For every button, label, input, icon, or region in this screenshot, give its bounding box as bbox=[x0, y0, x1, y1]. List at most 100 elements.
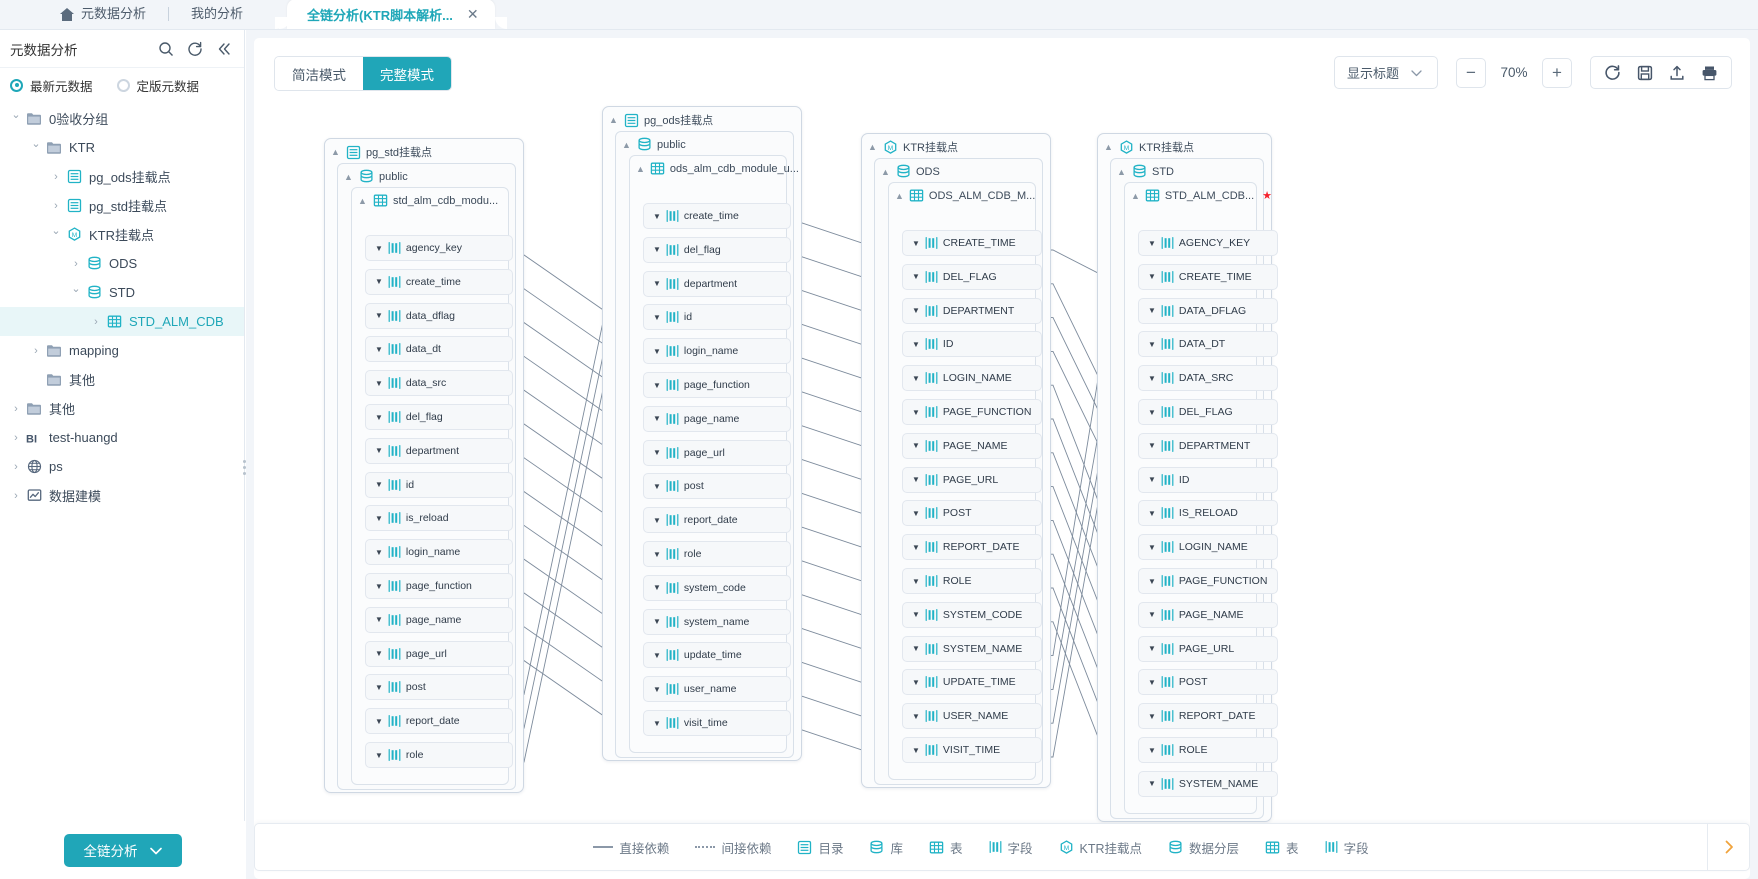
collapse-caret-icon[interactable]: ▲ bbox=[895, 190, 904, 201]
field-caret-icon[interactable]: ▼ bbox=[1148, 339, 1156, 349]
chevron-right-icon[interactable] bbox=[48, 200, 64, 212]
graph-field-page_name[interactable]: ▼page_name bbox=[365, 606, 513, 633]
field-caret-icon[interactable]: ▼ bbox=[912, 745, 920, 755]
sidebar-tree-item-pg_ods挂载点[interactable]: pg_ods挂载点 bbox=[0, 162, 244, 191]
legend-item-2[interactable]: 目录 bbox=[797, 838, 843, 857]
collapse-caret-icon[interactable]: ▲ bbox=[868, 142, 877, 152]
graph-panel-header[interactable]: ▲pg_std挂载点 bbox=[325, 139, 523, 163]
chevron-right-icon[interactable] bbox=[1707, 824, 1749, 870]
save-icon[interactable] bbox=[1637, 65, 1653, 81]
field-caret-icon[interactable]: ▼ bbox=[375, 750, 383, 760]
graph-field-update_time[interactable]: ▼update_time bbox=[643, 642, 791, 669]
graph-field-del_flag[interactable]: ▼del_flag bbox=[365, 404, 513, 430]
graph-panel-pg_std[interactable]: ▲pg_std挂载点▲public▲std_alm_cdb_modu...▼ag… bbox=[324, 138, 524, 793]
collapse-caret-icon[interactable]: ▲ bbox=[1131, 190, 1140, 201]
legend-item-8[interactable]: 表 bbox=[1265, 838, 1299, 857]
graph-field-department[interactable]: ▼DEPARTMENT bbox=[1138, 432, 1278, 459]
graph-field-update_time[interactable]: ▼UPDATE_TIME bbox=[902, 669, 1042, 696]
field-caret-icon[interactable]: ▼ bbox=[375, 547, 383, 557]
field-caret-icon[interactable]: ▼ bbox=[653, 245, 661, 255]
legend-item-9[interactable]: 字段 bbox=[1325, 838, 1369, 857]
field-caret-icon[interactable]: ▼ bbox=[375, 378, 383, 388]
print-icon[interactable] bbox=[1701, 65, 1718, 81]
graph-field-post[interactable]: ▼POST bbox=[1138, 669, 1278, 696]
graph-field-del_flag[interactable]: ▼del_flag bbox=[643, 236, 791, 263]
graph-field-role[interactable]: ▼role bbox=[365, 742, 513, 768]
graph-field-role[interactable]: ▼ROLE bbox=[902, 568, 1042, 594]
field-caret-icon[interactable]: ▼ bbox=[1148, 475, 1156, 485]
graph-field-department[interactable]: ▼department bbox=[365, 437, 513, 464]
graph-field-create_time[interactable]: ▼create_time bbox=[643, 203, 791, 229]
nav-home[interactable]: 元数据分析 bbox=[38, 0, 168, 29]
graph-field-agency_key[interactable]: ▼agency_key bbox=[365, 235, 513, 261]
legend-item-4[interactable]: 表 bbox=[929, 838, 963, 857]
collapse-icon[interactable] bbox=[216, 41, 232, 57]
graph-field-visit_time[interactable]: ▼visit_time bbox=[643, 710, 791, 736]
field-caret-icon[interactable]: ▼ bbox=[375, 243, 383, 253]
graph-field-agency_key[interactable]: ▼AGENCY_KEY bbox=[1138, 230, 1278, 256]
collapse-caret-icon[interactable]: ▲ bbox=[358, 195, 367, 206]
field-caret-icon[interactable]: ▼ bbox=[653, 718, 661, 728]
graph-panel-pg_ods[interactable]: ▲pg_ods挂载点▲public▲ods_alm_cdb_module_u..… bbox=[602, 106, 802, 761]
field-caret-icon[interactable]: ▼ bbox=[375, 311, 383, 321]
field-caret-icon[interactable]: ▼ bbox=[653, 515, 661, 525]
graph-field-data_src[interactable]: ▼data_src bbox=[365, 370, 513, 397]
sidebar-tree-item-pg_std挂载点[interactable]: pg_std挂载点 bbox=[0, 191, 244, 220]
graph-table-pg_std[interactable]: ▲std_alm_cdb_modu...▼agency_key▼create_t… bbox=[351, 187, 513, 785]
field-caret-icon[interactable]: ▼ bbox=[1148, 238, 1156, 248]
field-caret-icon[interactable]: ▼ bbox=[1148, 441, 1156, 451]
graph-field-create_time[interactable]: ▼CREATE_TIME bbox=[1138, 263, 1278, 290]
legend-item-3[interactable]: 库 bbox=[869, 838, 903, 857]
graph-field-del_flag[interactable]: ▼DEL_FLAG bbox=[1138, 399, 1278, 425]
graph-table-header[interactable]: ▲ods_alm_cdb_module_u... bbox=[630, 156, 799, 179]
chevron-right-icon[interactable] bbox=[8, 403, 24, 415]
field-caret-icon[interactable]: ▼ bbox=[912, 272, 920, 282]
graph-field-post[interactable]: ▼post bbox=[643, 473, 791, 500]
field-caret-icon[interactable]: ▼ bbox=[375, 649, 383, 659]
chevron-right-icon[interactable] bbox=[8, 461, 24, 473]
chevron-down-icon[interactable] bbox=[28, 141, 44, 154]
field-caret-icon[interactable]: ▼ bbox=[1148, 306, 1156, 316]
graph-schema-public[interactable]: ▲public▲ods_alm_cdb_module_u...▼create_t… bbox=[615, 131, 799, 758]
graph-schema-STD[interactable]: ▲STD▲STD_ALM_CDB...★▼AGENCY_KEY▼CREATE_T… bbox=[1110, 158, 1278, 819]
field-caret-icon[interactable]: ▼ bbox=[1148, 508, 1156, 518]
sidebar-tree-item-数据建模[interactable]: 数据建模 bbox=[0, 481, 244, 510]
graph-field-data_dflag[interactable]: ▼DATA_DFLAG bbox=[1138, 297, 1278, 324]
field-caret-icon[interactable]: ▼ bbox=[1148, 373, 1156, 383]
collapse-caret-icon[interactable]: ▲ bbox=[331, 147, 340, 157]
graph-field-del_flag[interactable]: ▼DEL_FLAG bbox=[902, 263, 1042, 290]
graph-field-role[interactable]: ▼role bbox=[643, 541, 791, 567]
chevron-right-icon[interactable] bbox=[68, 258, 84, 270]
field-caret-icon[interactable]: ▼ bbox=[653, 650, 661, 660]
field-caret-icon[interactable]: ▼ bbox=[1148, 644, 1156, 654]
field-caret-icon[interactable]: ▼ bbox=[375, 446, 383, 456]
field-caret-icon[interactable]: ▼ bbox=[912, 677, 920, 687]
chevron-down-icon[interactable] bbox=[68, 286, 84, 299]
field-caret-icon[interactable]: ▼ bbox=[375, 716, 383, 726]
search-icon[interactable] bbox=[158, 41, 174, 57]
field-caret-icon[interactable]: ▼ bbox=[912, 508, 920, 518]
graph-field-page_function[interactable]: ▼PAGE_FUNCTION bbox=[902, 399, 1042, 425]
graph-panel-header[interactable]: ▲pg_ods挂载点 bbox=[603, 107, 801, 131]
legend-item-1[interactable]: 间接依赖 bbox=[695, 838, 771, 857]
field-caret-icon[interactable]: ▼ bbox=[912, 407, 920, 417]
collapse-caret-icon[interactable]: ▲ bbox=[1117, 166, 1126, 177]
graph-field-page_url[interactable]: ▼PAGE_URL bbox=[1138, 635, 1278, 662]
graph-schema-header[interactable]: ▲public bbox=[338, 164, 515, 187]
collapse-caret-icon[interactable]: ▲ bbox=[344, 171, 353, 182]
field-caret-icon[interactable]: ▼ bbox=[1148, 272, 1156, 282]
field-caret-icon[interactable]: ▼ bbox=[912, 306, 920, 316]
field-caret-icon[interactable]: ▼ bbox=[912, 339, 920, 349]
graph-field-login_name[interactable]: ▼LOGIN_NAME bbox=[1138, 534, 1278, 561]
field-caret-icon[interactable]: ▼ bbox=[653, 448, 661, 458]
collapse-caret-icon[interactable]: ▲ bbox=[636, 163, 645, 174]
graph-table-ktr_ods[interactable]: ▲ODS_ALM_CDB_M...▼CREATE_TIME▼DEL_FLAG▼D… bbox=[888, 182, 1042, 780]
field-caret-icon[interactable]: ▼ bbox=[653, 414, 661, 424]
graph-field-id[interactable]: ▼id bbox=[643, 304, 791, 331]
chevron-down-icon[interactable] bbox=[48, 228, 64, 241]
graph-field-system_code[interactable]: ▼SYSTEM_CODE bbox=[902, 601, 1042, 628]
field-caret-icon[interactable]: ▼ bbox=[375, 344, 383, 354]
